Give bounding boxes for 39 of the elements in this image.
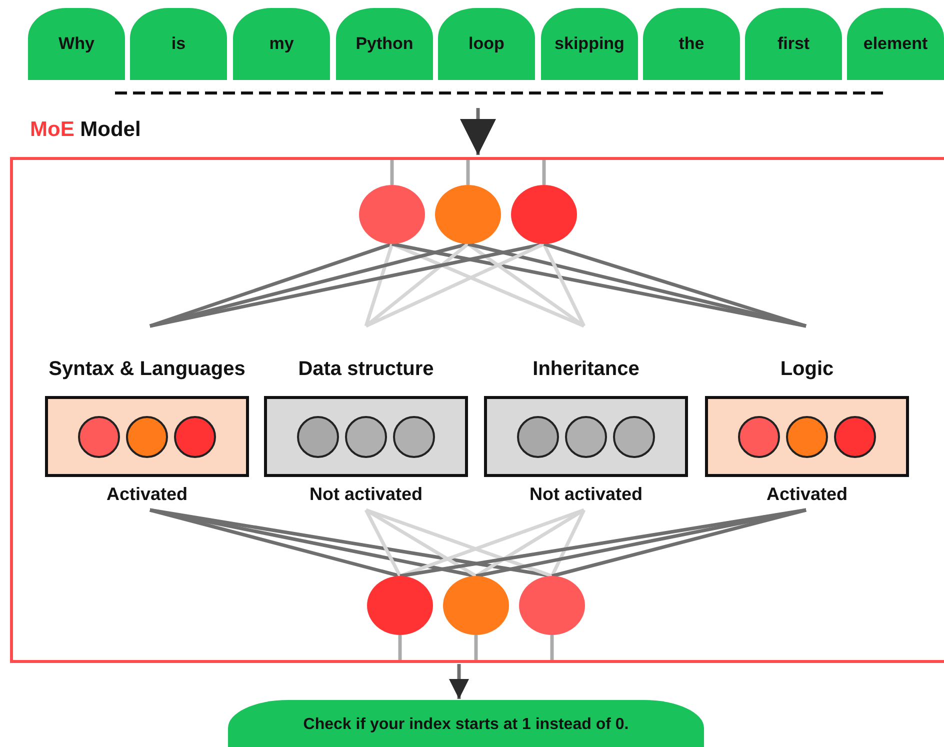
status-label: Not activated [528, 484, 644, 505]
connector-line [365, 508, 553, 578]
word-tab: first [745, 8, 842, 80]
word-tab: my [233, 8, 330, 80]
connector-line [474, 635, 478, 662]
word-tab: Python [336, 8, 433, 80]
status-label: Activated [765, 484, 849, 505]
connector-line [398, 635, 402, 662]
connector-line [390, 158, 394, 185]
connector-line [364, 243, 394, 327]
connector-line [400, 508, 806, 578]
connector-line [466, 158, 470, 185]
connector-line [365, 242, 545, 328]
connector-line [550, 509, 586, 577]
expert-title: Data structure [297, 357, 435, 382]
word-tab: the [643, 8, 740, 80]
connector-line [149, 242, 393, 328]
word-tab: Why [28, 8, 125, 80]
word-tab: element [847, 8, 944, 80]
arrow [460, 108, 496, 155]
word-tab: loop [438, 8, 535, 80]
expert-title: Syntax & Languages [48, 357, 246, 382]
connector-line [468, 242, 806, 328]
arrow [449, 664, 469, 699]
status-label: Activated [105, 484, 189, 505]
status-label: Not activated [308, 484, 424, 505]
connector-line [550, 635, 554, 662]
word-tab: is [130, 8, 227, 80]
expert-title: Logic [779, 357, 835, 382]
connector-line [543, 242, 807, 328]
section-title: MoE Model [30, 118, 141, 142]
connector-line [364, 509, 402, 577]
word-tab: skipping [541, 8, 638, 80]
expert-title: Inheritance [532, 357, 640, 382]
connector-line [542, 243, 586, 327]
answer-banner: Check if your index starts at 1 instead of 0. [228, 700, 704, 747]
connector-line [476, 508, 806, 578]
connector-line [552, 508, 806, 578]
connector-line [542, 158, 546, 185]
